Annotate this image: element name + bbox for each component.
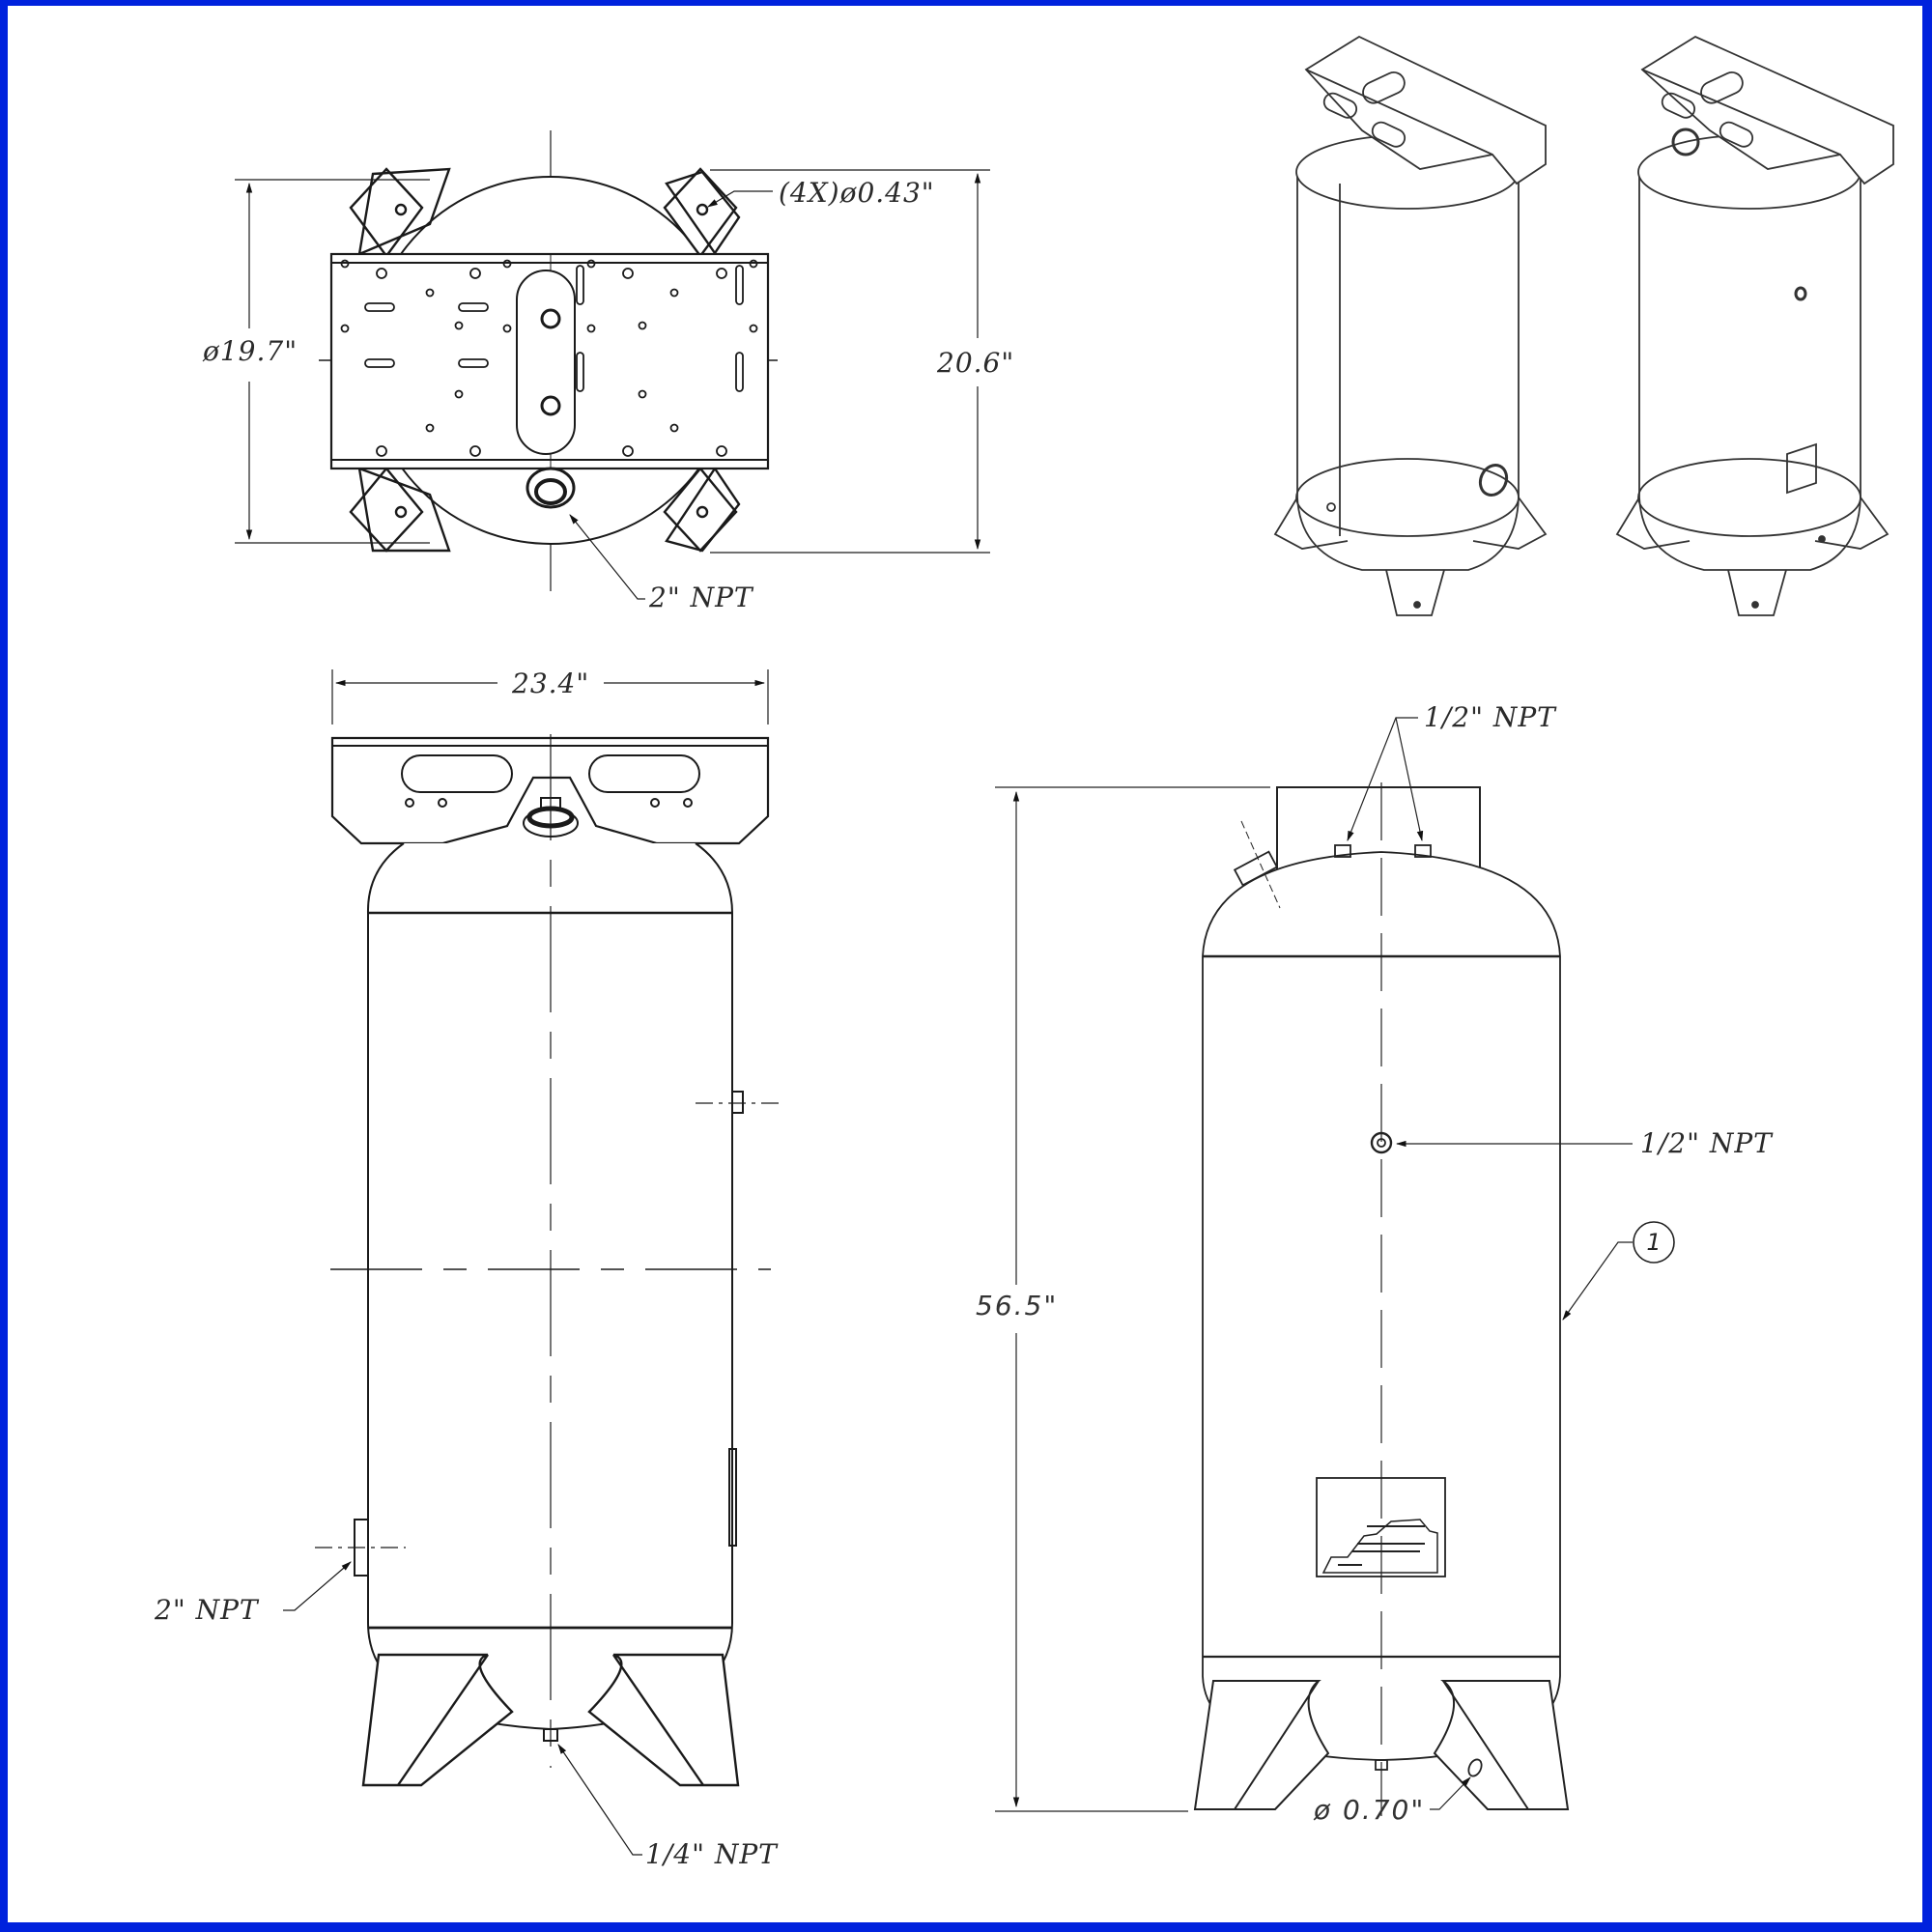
label-side-port: 1/2" NPT bbox=[1640, 1127, 1773, 1159]
top-view bbox=[235, 130, 990, 600]
front-view bbox=[283, 669, 781, 1856]
foot-top-right bbox=[663, 167, 741, 259]
label-side-inlet: 2" NPT bbox=[155, 1594, 259, 1626]
foot-bottom-left bbox=[349, 467, 451, 553]
side-view bbox=[995, 717, 1675, 1816]
item-balloon: 1 bbox=[1646, 1229, 1662, 1256]
foot-bottom-right bbox=[663, 466, 741, 553]
foot-top-left bbox=[349, 167, 451, 259]
label-foot-hole: ø 0.70" bbox=[1314, 1794, 1426, 1826]
label-drain: 1/4" NPT bbox=[645, 1838, 778, 1870]
isometric-view-1 bbox=[1273, 35, 1548, 616]
isometric-view-2 bbox=[1615, 35, 1894, 616]
label-top-ports: 1/2" NPT bbox=[1424, 701, 1556, 733]
label-platform-width: 23.4" bbox=[512, 668, 590, 699]
label-tank-diameter: ø19.7" bbox=[203, 335, 298, 367]
label-overall-height: 56.5" bbox=[976, 1290, 1059, 1321]
label-mounting-holes: (4X)ø0.43" bbox=[779, 177, 935, 209]
label-foot-span: 20.6" bbox=[937, 347, 1015, 379]
label-top-port: 2" NPT bbox=[649, 582, 753, 613]
